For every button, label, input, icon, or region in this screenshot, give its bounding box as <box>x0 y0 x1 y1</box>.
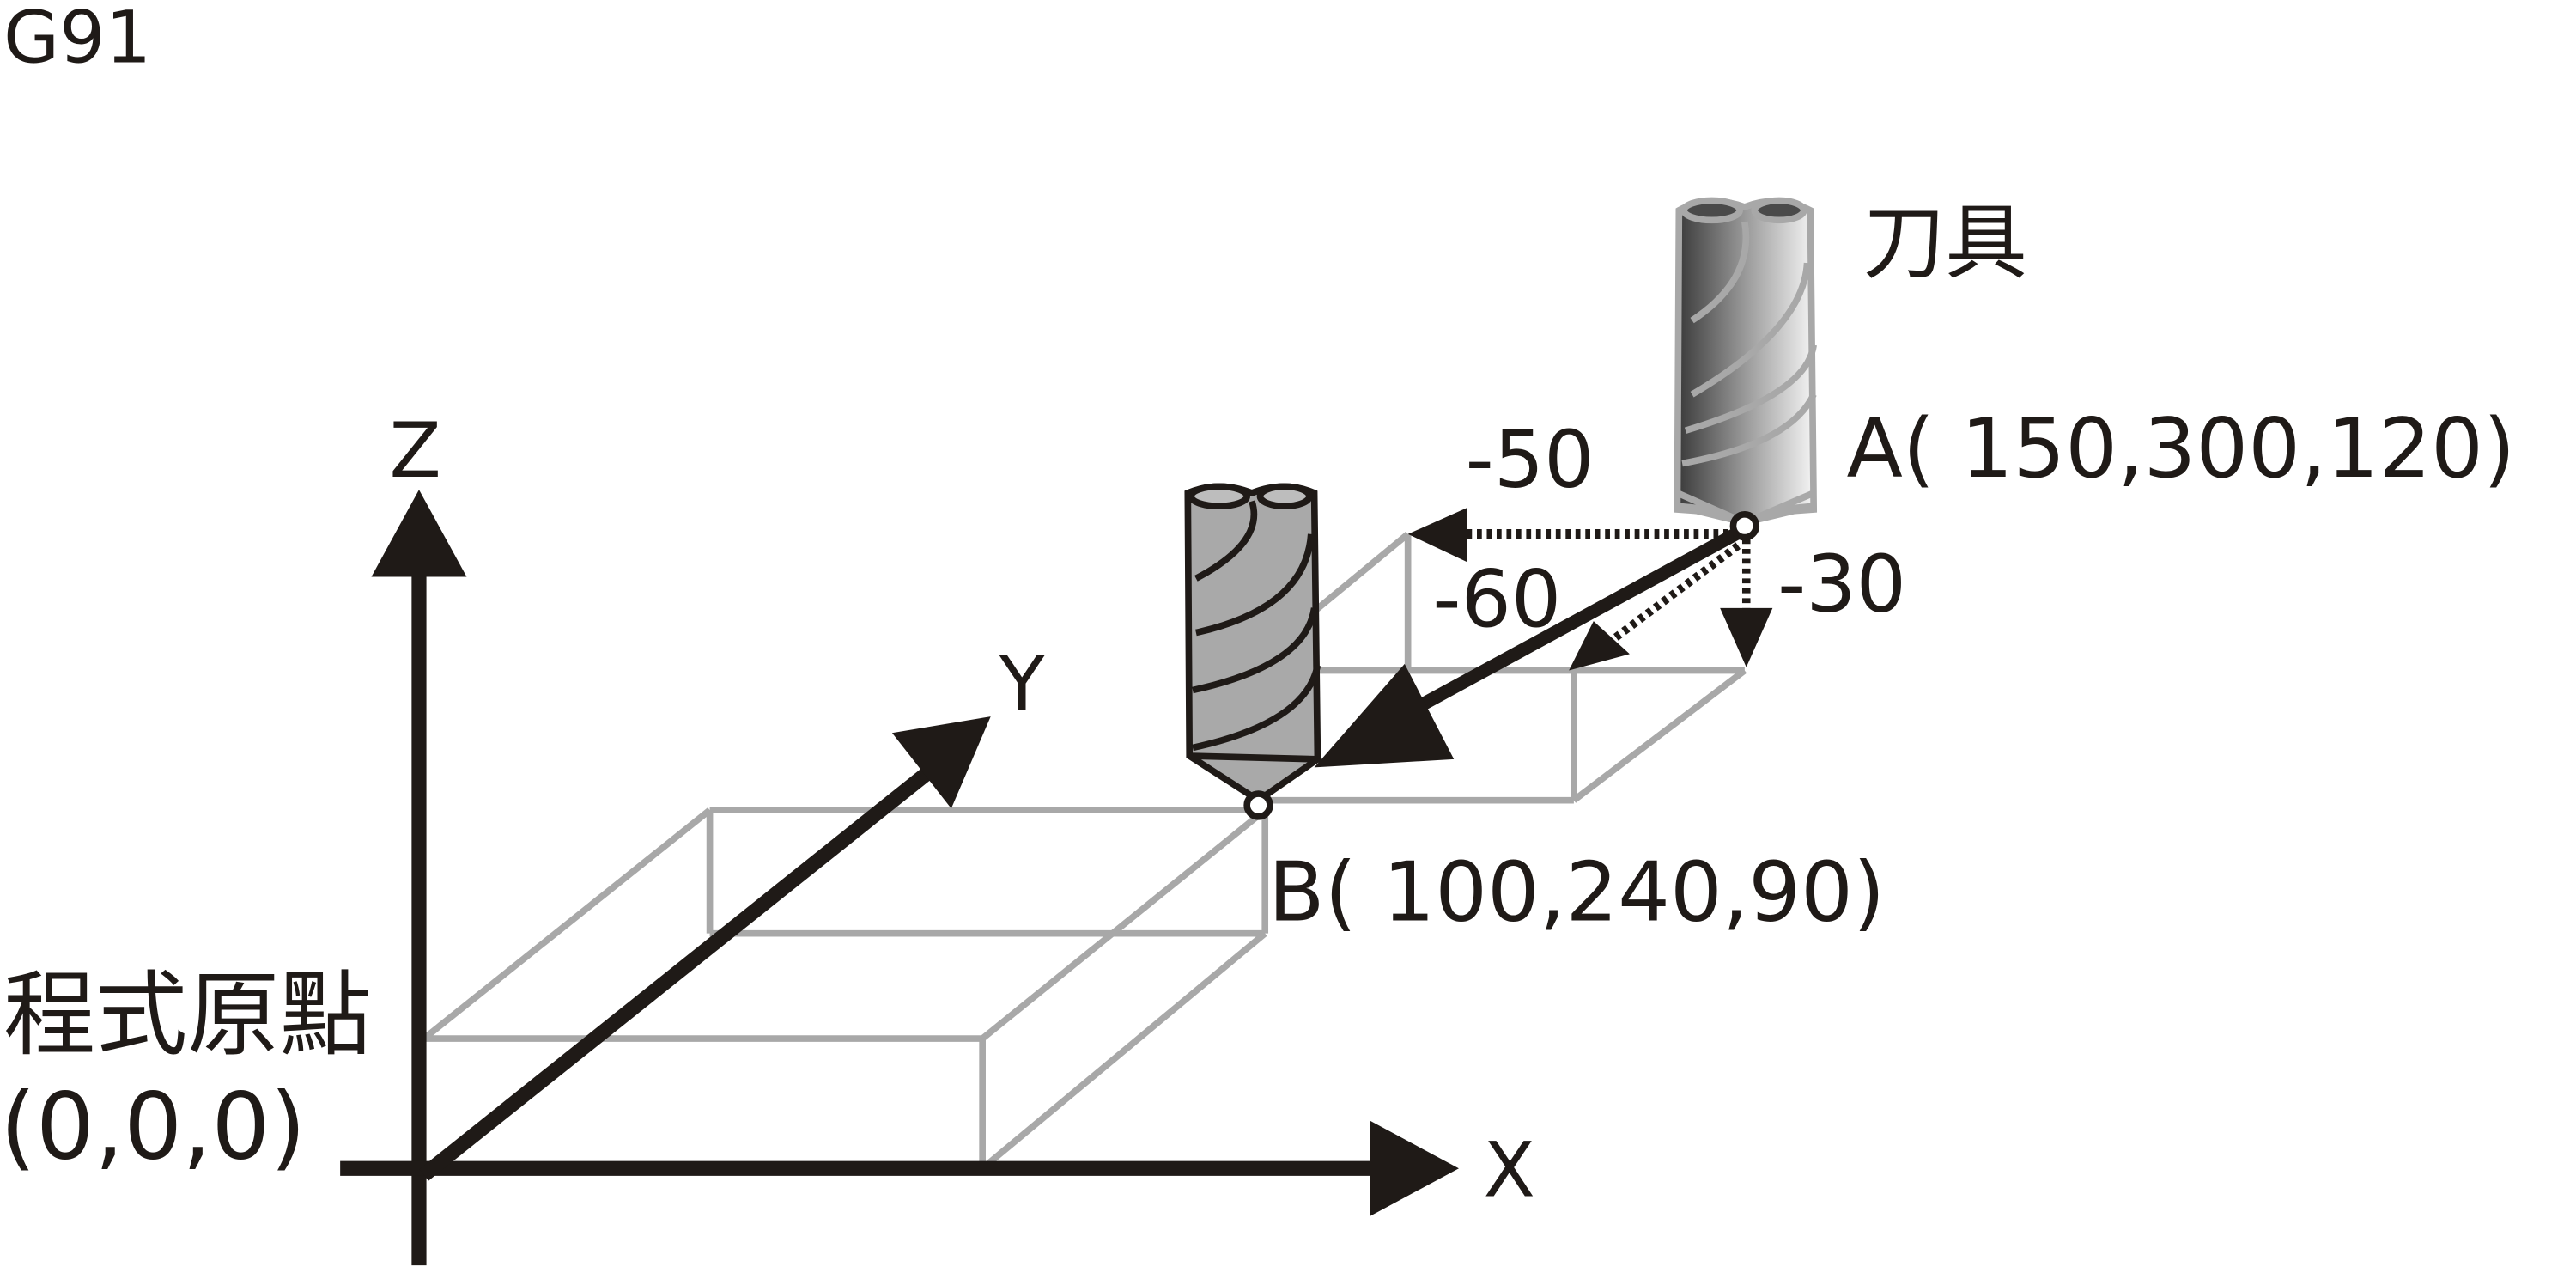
increment-z-label: -30 <box>1777 539 1906 630</box>
y-axis-label: Y <box>998 639 1045 728</box>
point-b-marker <box>1243 790 1273 820</box>
increment-z-arrow <box>1720 539 1773 667</box>
point-a-marker <box>1729 510 1760 541</box>
point-a-label: A( 150,300,120) <box>1846 400 2515 496</box>
origin-label: 程式原點 <box>3 963 372 1069</box>
increment-x-label: -50 <box>1466 413 1595 505</box>
x-axis-label: X <box>1484 1126 1535 1215</box>
tool-label: 刀具 <box>1863 195 2027 291</box>
increment-y-arrow <box>1569 542 1741 671</box>
tool-at-b-icon <box>1184 483 1321 805</box>
motion-arrow <box>1314 523 1748 768</box>
z-axis-label: Z <box>390 406 441 495</box>
point-b-label: B( 100,240,90) <box>1268 844 1885 940</box>
mode-label: G91 <box>3 0 151 80</box>
workpiece-box <box>422 807 1269 1172</box>
tool-at-a-icon <box>1674 197 1818 527</box>
z-axis <box>371 490 467 1266</box>
increment-x-arrow <box>1407 508 1739 563</box>
movement-box <box>1265 531 1747 804</box>
origin-coords: (0,0,0) <box>0 1075 306 1181</box>
x-axis <box>340 1120 1459 1216</box>
increment-y-label: -60 <box>1432 553 1561 645</box>
y-axis <box>419 716 991 1181</box>
